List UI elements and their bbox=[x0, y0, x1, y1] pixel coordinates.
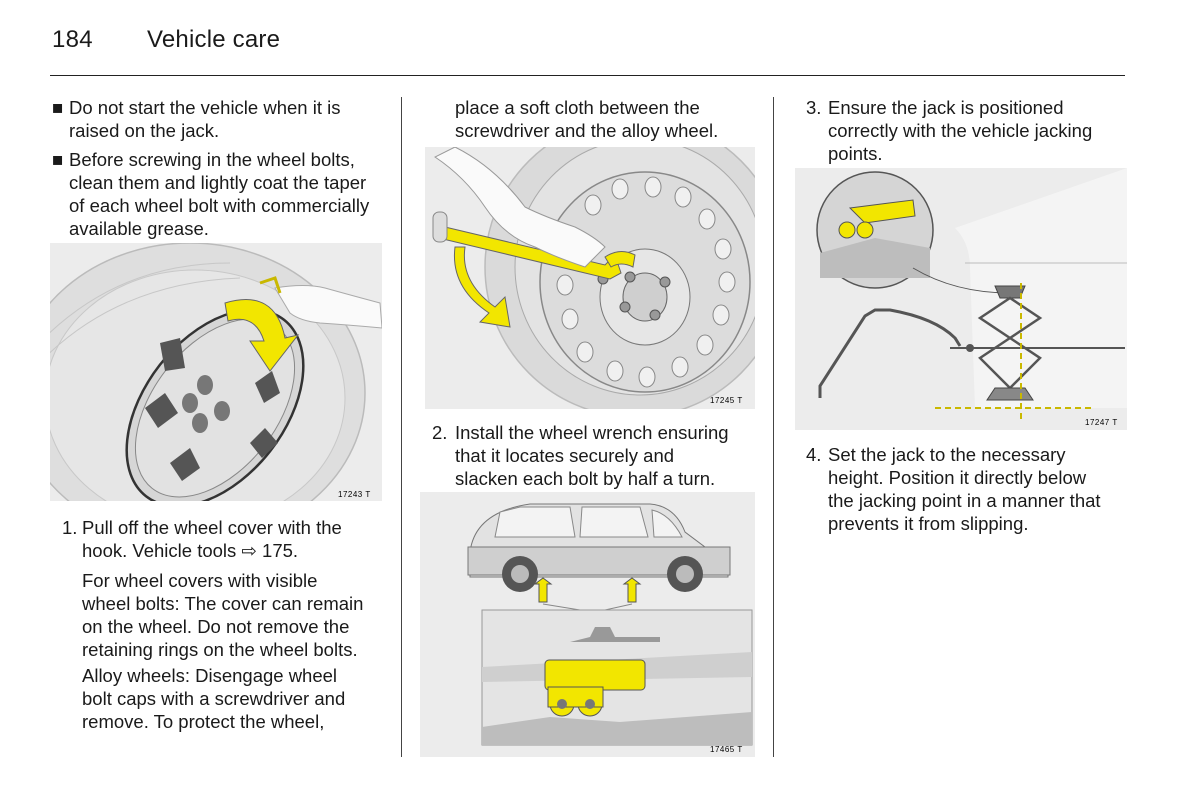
wheel-cover-illustration: 17243 T bbox=[50, 243, 382, 501]
step-1-text: Pull off the wheel cover with the hook. … bbox=[82, 516, 392, 562]
text-line: Alloy wheels: Disengage wheel bbox=[82, 665, 338, 686]
jack-illustration: 17247 T bbox=[795, 168, 1127, 430]
bullet-text: Do not start the vehicle when it is rais… bbox=[69, 97, 341, 141]
figure-code: 17247 T bbox=[1085, 418, 1118, 427]
jacking-points-illustration: 17465 T bbox=[420, 492, 755, 757]
jack-drawing: 17247 T bbox=[795, 168, 1127, 430]
text-line: retaining rings on the wheel bolts. bbox=[82, 639, 358, 660]
text-line: hook. Vehicle tools ⇨ 175. bbox=[82, 540, 299, 561]
text-line: bolt caps with a screwdriver and bbox=[82, 688, 346, 709]
section-title: Vehicle care bbox=[147, 26, 281, 53]
page-number: 184 bbox=[52, 26, 93, 53]
text-line: screwdriver and the alloy wheel. bbox=[455, 120, 719, 141]
header-rule bbox=[50, 75, 1125, 76]
text-line: Pull off the wheel cover with the bbox=[82, 517, 342, 538]
text-line: For wheel covers with visible bbox=[82, 570, 318, 591]
paragraph-wheel-covers: For wheel covers with visible wheel bolt… bbox=[82, 569, 392, 661]
step-number: 3. bbox=[806, 97, 822, 118]
text-line: Ensure the jack is positioned bbox=[828, 97, 1064, 118]
figure-code: 17245 T bbox=[710, 396, 743, 405]
text-line: wheel bolts: The cover can remain bbox=[82, 593, 364, 614]
jacking-points-drawing: 17465 T bbox=[420, 492, 755, 757]
wheel-cover-drawing: 17243 T bbox=[50, 243, 382, 501]
step-3-text: Ensure the jack is positioned correctly … bbox=[828, 96, 1128, 165]
step-number: 1. bbox=[62, 517, 78, 538]
text-line: height. Position it directly below bbox=[828, 467, 1087, 488]
text-line: correctly with the vehicle jacking bbox=[828, 120, 1093, 141]
figure-code: 17465 T bbox=[710, 745, 743, 754]
column-divider-1 bbox=[401, 97, 402, 757]
text-line: on the wheel. Do not remove the bbox=[82, 616, 350, 637]
text-line: that it locates securely and bbox=[455, 445, 675, 466]
bullet-text: Before screwing in the wheel bolts, clea… bbox=[69, 149, 370, 239]
text-line: place a soft cloth between the bbox=[455, 97, 700, 118]
figure-code: 17243 T bbox=[338, 490, 371, 499]
text-line: points. bbox=[828, 143, 883, 164]
wheel-wrench-drawing: 17245 T bbox=[425, 147, 755, 409]
paragraph-continued: place a soft cloth between the screwdriv… bbox=[455, 96, 765, 142]
bullet-symbol: ■ bbox=[52, 97, 64, 118]
wheel-wrench-illustration: 17245 T bbox=[425, 147, 755, 409]
bullet-symbol: ■ bbox=[52, 149, 64, 170]
step-number: 2. bbox=[432, 422, 448, 443]
text-line: Set the jack to the necessary bbox=[828, 444, 1066, 465]
bullet-item: ■ Before screwing in the wheel bolts, cl… bbox=[52, 148, 382, 240]
text-line: the jacking point in a manner that bbox=[828, 490, 1101, 511]
column-divider-2 bbox=[773, 97, 774, 757]
step-4-text: Set the jack to the necessary height. Po… bbox=[828, 443, 1128, 535]
text-line: Install the wheel wrench ensuring bbox=[455, 422, 729, 443]
paragraph-alloy-wheels: Alloy wheels: Disengage wheel bolt caps … bbox=[82, 664, 392, 733]
step-number: 4. bbox=[806, 444, 822, 465]
text-line: remove. To protect the wheel, bbox=[82, 711, 325, 732]
text-line: prevents it from slipping. bbox=[828, 513, 1029, 534]
text-line: slacken each bolt by half a turn. bbox=[455, 468, 716, 489]
step-2-text: Install the wheel wrench ensuring that i… bbox=[455, 421, 770, 490]
bullet-item: ■ Do not start the vehicle when it is ra… bbox=[52, 96, 382, 142]
